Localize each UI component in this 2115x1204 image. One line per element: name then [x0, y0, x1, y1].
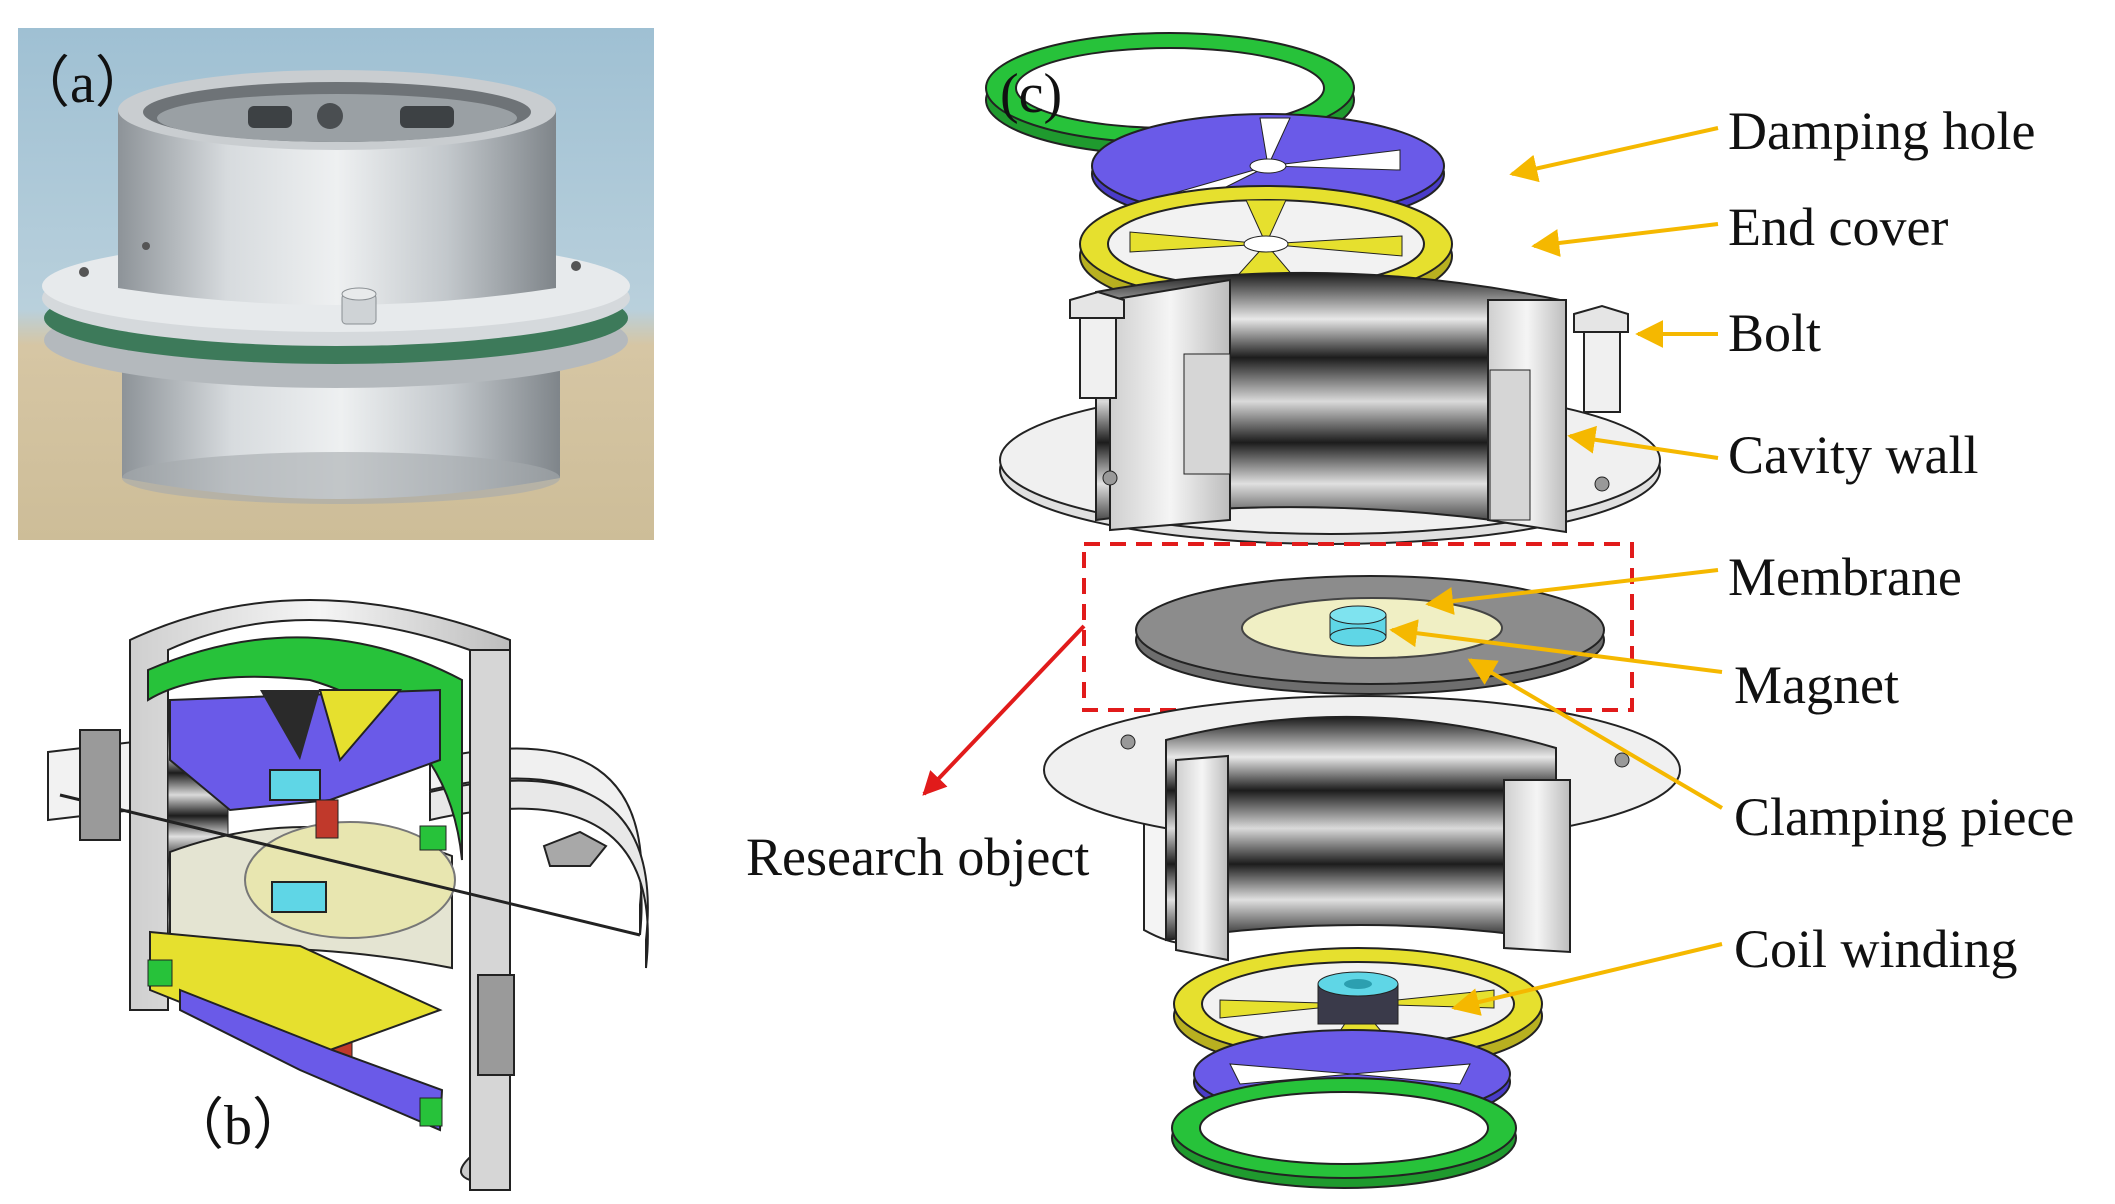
exploded-green-ring-bottom — [1171, 1077, 1517, 1189]
exploded-upper-housing — [999, 271, 1661, 545]
leader-end-cover — [1531, 222, 1719, 257]
section-green-seal-mid — [419, 825, 447, 851]
bolt-label: Bolt — [1728, 303, 1822, 363]
research-object-label: Research object — [746, 827, 1090, 887]
panel-a-label: （a） — [14, 53, 151, 115]
leader-clamping-piece — [1467, 658, 1724, 810]
end-cover-label: End cover — [1728, 197, 1949, 257]
membrane-label: Membrane — [1728, 547, 1962, 607]
panel-b-section-view — [47, 599, 649, 1191]
panel-b-label: （b） — [168, 1095, 308, 1157]
panel-c-exploded-view — [922, 32, 1724, 1189]
section-magnet-upper — [269, 769, 321, 801]
exploded-magnet — [1329, 605, 1387, 647]
photo-flange-hole — [79, 267, 89, 277]
magnet-label: Magnet — [1734, 655, 1899, 715]
leader-cavity-wall — [1567, 425, 1719, 460]
section-membrane-line — [59, 793, 641, 937]
panel-a-photo — [18, 28, 654, 540]
photo-flange-hole — [142, 242, 150, 250]
photo-flange-hole — [571, 261, 581, 271]
section-bolt-right — [477, 974, 515, 1076]
callout-leader-lines — [1389, 126, 1724, 1016]
leader-membrane — [1425, 568, 1719, 615]
exploded-bolt-left — [1069, 290, 1125, 399]
section-wall-right — [469, 649, 511, 1191]
section-green-seal-right — [419, 1097, 443, 1127]
section-green-seal-left — [147, 959, 173, 987]
damping-hole-label: Damping hole — [1728, 101, 2036, 161]
coil-winding-label: Coil winding — [1734, 919, 2018, 979]
leader-magnet — [1389, 619, 1723, 674]
section-coil-upper — [315, 799, 339, 839]
section-blue-disc-lower — [179, 988, 444, 1132]
section-bolt-head — [542, 830, 608, 867]
exploded-lower-housing — [1043, 695, 1681, 962]
clamping-piece-label: Clamping piece — [1734, 787, 2075, 847]
panel-c-label: (c) — [1000, 63, 1063, 125]
section-magnet-middle — [271, 881, 327, 913]
cavity-wall-label: Cavity wall — [1728, 425, 1979, 485]
leader-coil-winding — [1451, 942, 1723, 1016]
leader-damping-hole — [1509, 126, 1719, 183]
research-object-arrow — [922, 624, 1086, 796]
section-yellow-spoke-top — [318, 689, 403, 763]
exploded-bolt-right — [1573, 304, 1629, 413]
section-bolt-left — [79, 729, 121, 841]
photo-upper-cylinder — [118, 110, 556, 305]
